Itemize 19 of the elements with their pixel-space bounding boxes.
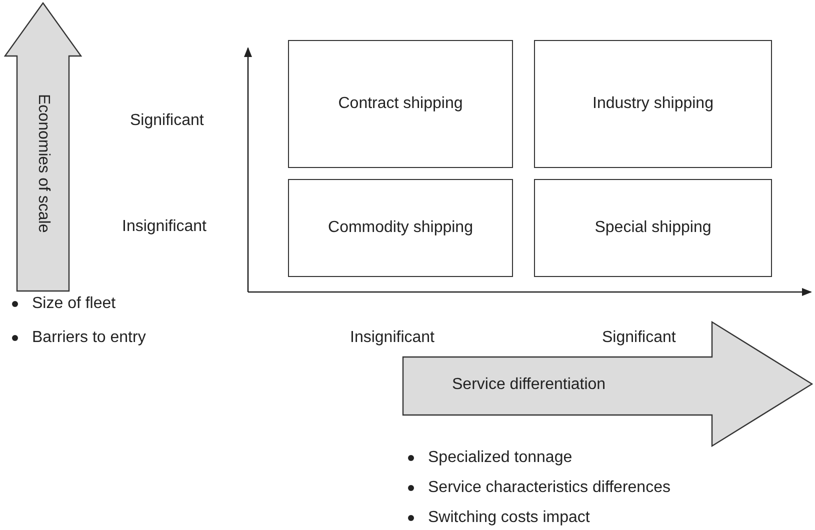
arrow-label: Service differentiation: [452, 376, 606, 394]
cell-title: Industry shipping: [592, 95, 714, 113]
axis-value-label: Significant: [130, 112, 204, 130]
axis-value-label: Significant: [602, 329, 676, 347]
matrix-cell-box: [534, 179, 772, 277]
cell-title: Special shipping: [594, 219, 712, 237]
matrix-cell-box: [534, 40, 772, 168]
axis-value-label: Insignificant: [122, 218, 206, 236]
bullet-text: Service characteristics differences: [428, 479, 670, 497]
matrix-cell-box: [288, 40, 513, 168]
bullet-text: Size of fleet: [32, 295, 116, 313]
cell-title: Contract shipping: [338, 95, 463, 113]
axis-value-label: Insignificant: [350, 329, 434, 347]
matrix-cell-box: [288, 179, 513, 277]
bullet-text: Barriers to entry: [32, 329, 146, 347]
bullet-text: Specialized tonnage: [428, 449, 572, 467]
bullet-text: Switching costs impact: [428, 509, 590, 527]
cell-title: Commodity shipping: [328, 219, 473, 237]
arrow-label: Economies of scale: [34, 94, 52, 233]
